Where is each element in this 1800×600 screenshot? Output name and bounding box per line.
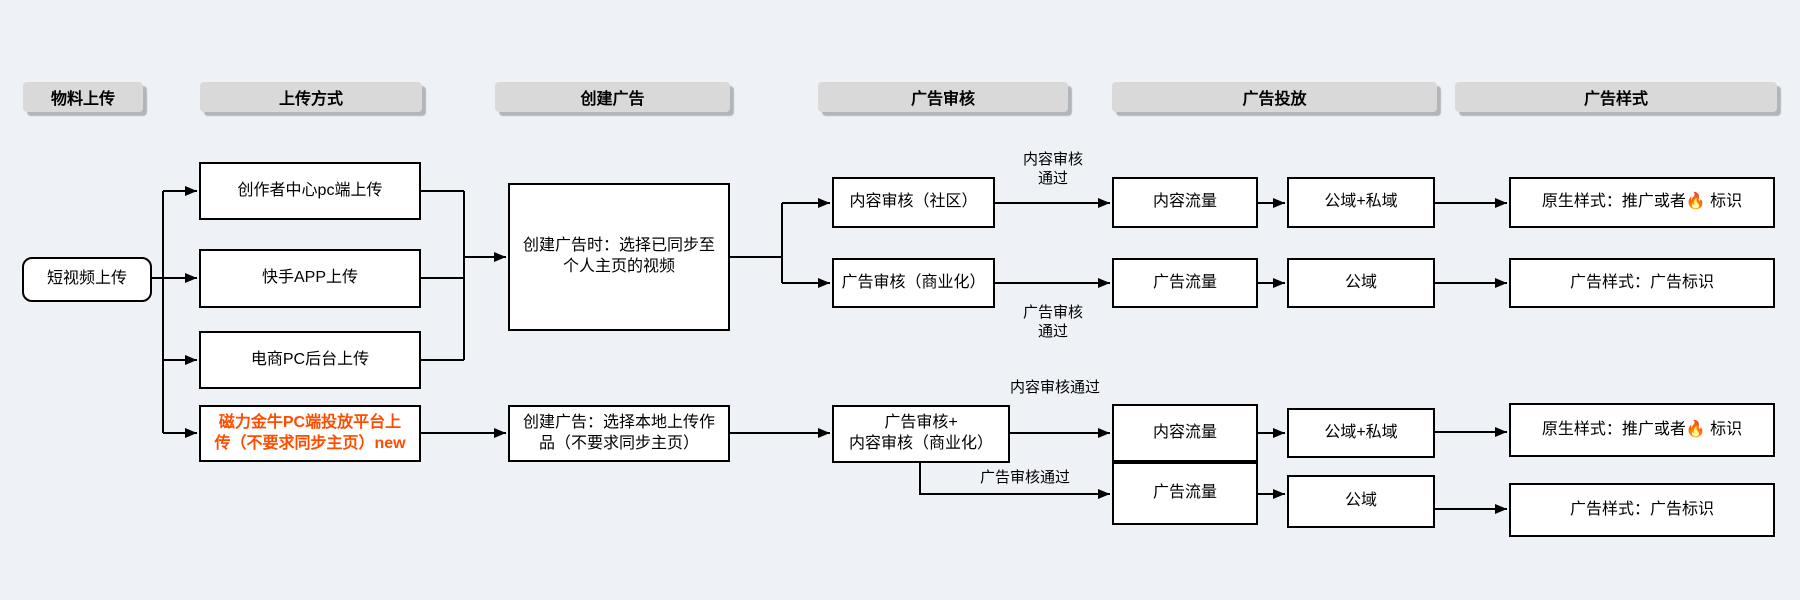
- node-public-domain-bottom: 公域: [1287, 475, 1435, 528]
- node-ad-plus-content-review: 广告审核+ 内容审核（商业化）: [832, 405, 1010, 463]
- node-magnetic-taurus-upload: 磁力金牛PC端投放平台上 传（不要求同步主页）new: [199, 405, 421, 462]
- node-create-ad-local: 创建广告：选择本地上传作 品（不要求同步主页）: [508, 405, 730, 462]
- header-material-upload: 物料上传: [23, 82, 143, 112]
- node-public-domain-top: 公域: [1287, 258, 1435, 308]
- node-public-private-domain-bottom: 公域+私域: [1287, 408, 1435, 458]
- node-content-review-community: 内容审核（社区）: [832, 177, 995, 228]
- node-ad-traffic-top: 广告流量: [1112, 258, 1258, 308]
- edge-review-to-ad-traffic-bottom: [919, 463, 1110, 499]
- header-ad-delivery: 广告投放: [1112, 82, 1437, 112]
- node-ad-review-commercial: 广告审核（商业化）: [832, 258, 995, 308]
- node-ad-style-top: 广告样式：广告标识: [1509, 258, 1775, 308]
- node-native-style-top: 原生样式：推广或者🔥 标识: [1509, 177, 1775, 228]
- edge-label-ad-review-pass-bottom: 广告审核通过: [979, 469, 1070, 486]
- node-public-private-domain-top: 公域+私域: [1287, 177, 1435, 228]
- header-ad-review: 广告审核: [818, 82, 1068, 112]
- node-short-video-upload: 短视频上传: [22, 257, 152, 302]
- header-upload-method: 上传方式: [200, 82, 422, 112]
- header-create-ad: 创建广告: [495, 82, 730, 112]
- node-ad-traffic-bottom: 广告流量: [1112, 462, 1258, 525]
- node-content-traffic-bottom: 内容流量: [1112, 404, 1258, 462]
- edge-label-ad-review-pass-top: 广告审核 通过: [1022, 304, 1083, 340]
- edge-label-content-review-pass-top: 内容审核 通过: [1022, 151, 1083, 187]
- edge-label-content-review-pass-bottom: 内容审核通过: [1009, 379, 1100, 396]
- node-create-ad-synced: 创建广告时：选择已同步至 个人主页的视频: [508, 183, 730, 331]
- node-kuaishou-app-upload: 快手APP上传: [199, 249, 421, 308]
- node-ad-style-bottom: 广告样式：广告标识: [1509, 483, 1775, 537]
- header-ad-style: 广告样式: [1455, 82, 1777, 112]
- node-ecommerce-pc-upload: 电商PC后台上传: [199, 331, 421, 389]
- node-creator-center-pc-upload: 创作者中心pc端上传: [199, 162, 421, 220]
- node-native-style-bottom: 原生样式：推广或者🔥 标识: [1509, 403, 1775, 457]
- node-content-traffic-top: 内容流量: [1112, 177, 1258, 228]
